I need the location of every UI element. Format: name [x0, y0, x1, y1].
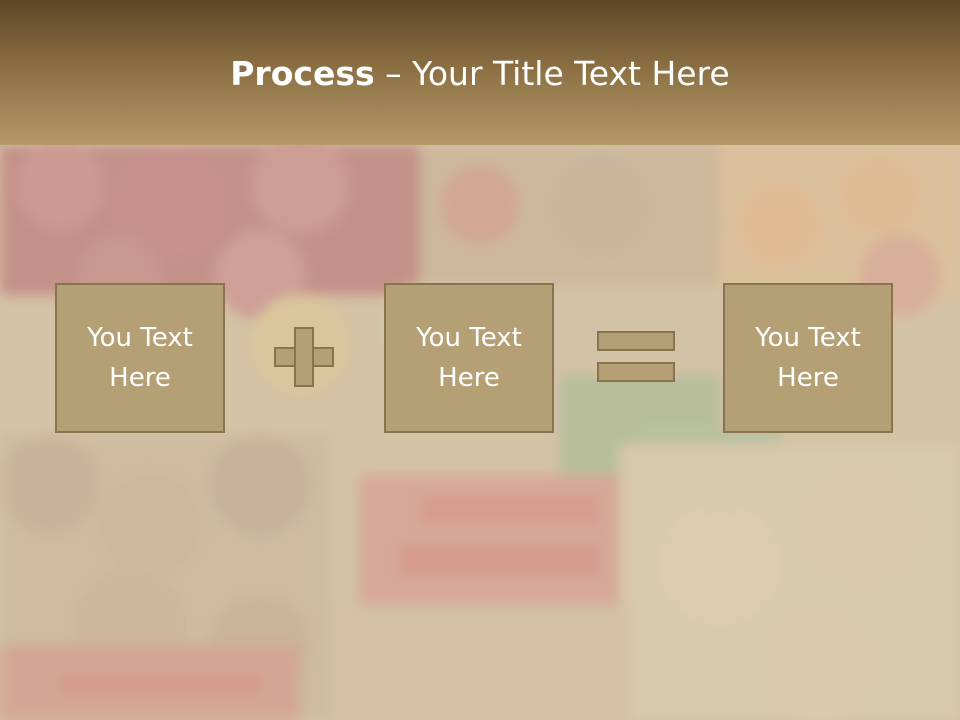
title-bold-text: Process	[230, 54, 375, 93]
process-box-2[interactable]: You Text Here	[384, 283, 554, 433]
slide-title[interactable]: Process – Your Title Text Here	[0, 52, 960, 96]
equals-top-bar	[597, 331, 675, 351]
title-rest-text: – Your Title Text Here	[374, 54, 730, 93]
plus-icon	[274, 327, 334, 387]
equals-icon	[597, 331, 675, 383]
process-box-1-text: You Text Here	[87, 323, 193, 393]
title-banner: Process – Your Title Text Here	[0, 0, 960, 145]
plus-center	[296, 349, 312, 365]
equals-bottom-bar	[597, 362, 675, 382]
process-box-2-text: You Text Here	[416, 323, 522, 393]
process-box-1[interactable]: You Text Here	[55, 283, 225, 433]
process-box-3-text: You Text Here	[755, 323, 861, 393]
process-box-3[interactable]: You Text Here	[723, 283, 893, 433]
